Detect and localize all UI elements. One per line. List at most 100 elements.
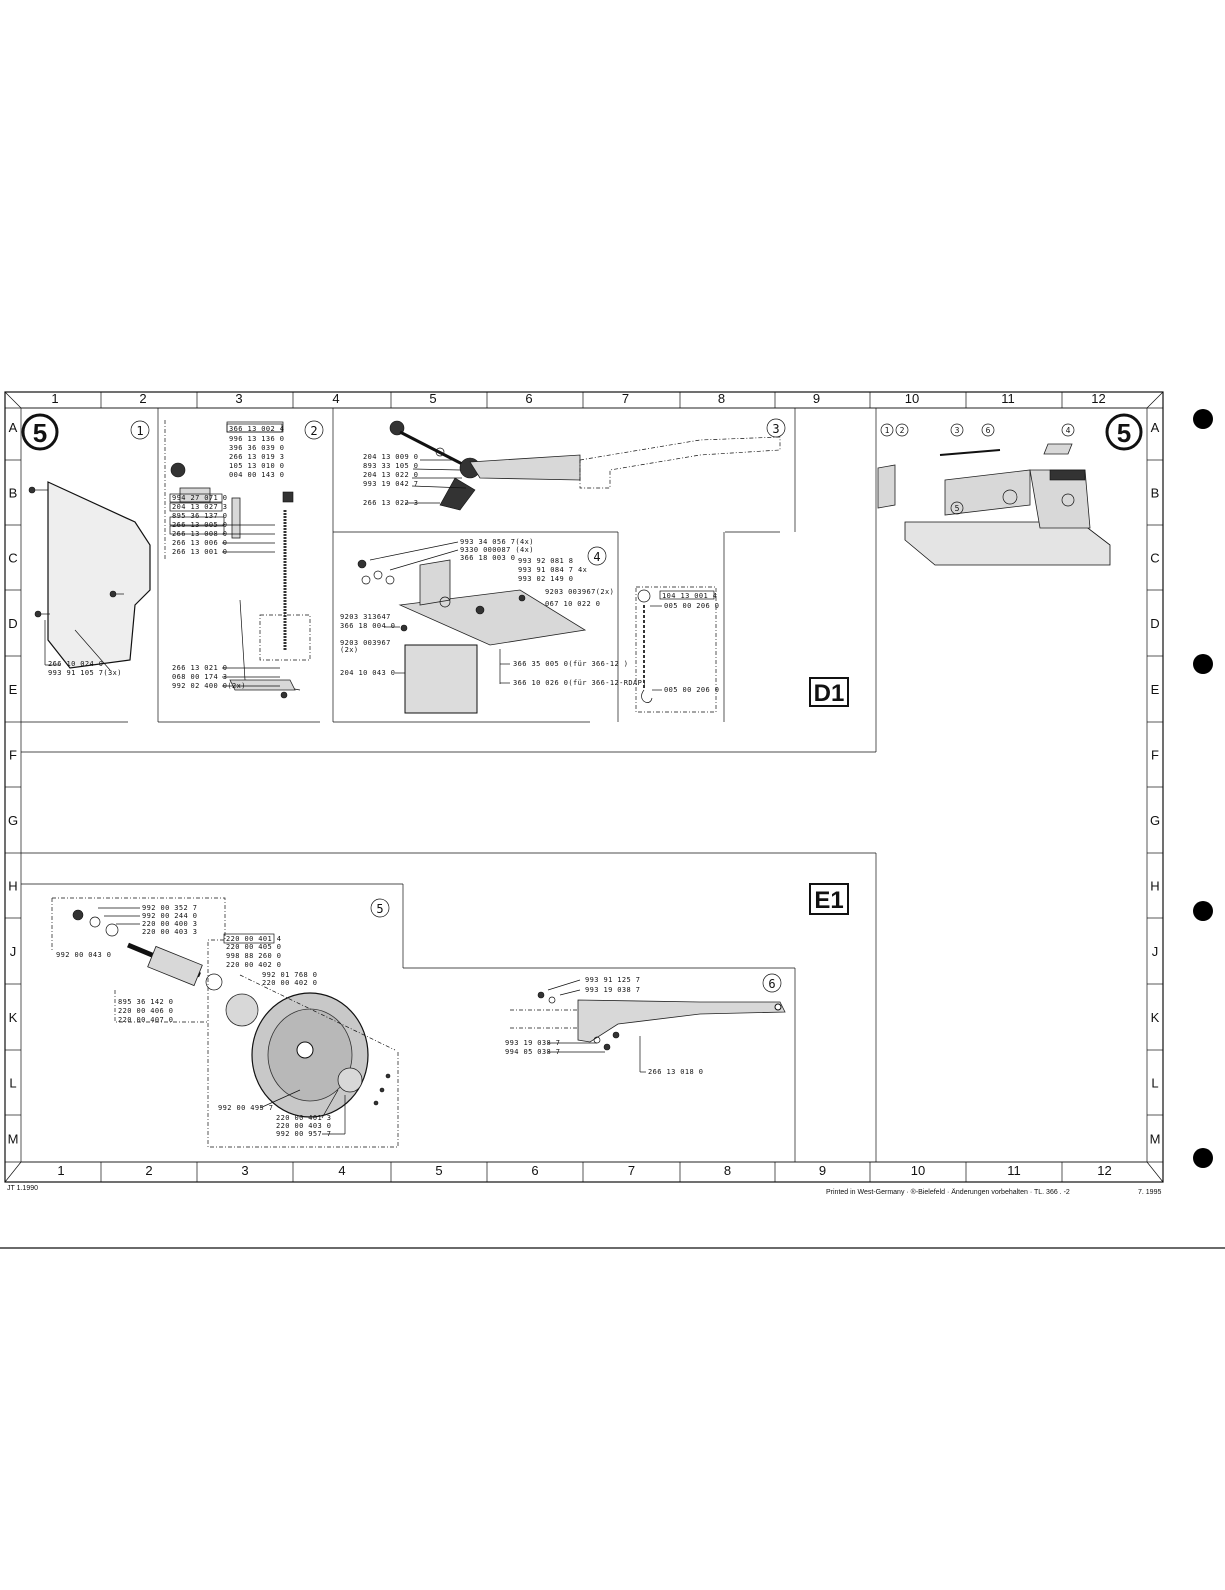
svg-text:3: 3: [772, 422, 779, 436]
part-number: 366 10 026 0(für 366-12-RDAP): [513, 679, 647, 687]
part-number: 998 88 260 0: [226, 952, 281, 960]
row-label: A: [9, 420, 18, 435]
svg-text:993 19 042 7: 993 19 042 7: [363, 480, 418, 488]
part-number: 068 00 174 3: [172, 673, 227, 681]
figure-number-5: 5: [370, 898, 390, 918]
part-number: 9203 313647: [340, 613, 391, 621]
row-label: H: [8, 879, 17, 894]
row-label: G: [1150, 813, 1160, 828]
row-label: H: [1150, 879, 1159, 894]
row-label: B: [1151, 486, 1160, 501]
svg-text:893 33 105 0: 893 33 105 0: [363, 462, 418, 470]
figure-number-6: 6: [762, 973, 782, 993]
section-badge-e1: E1: [809, 883, 849, 915]
column-label: 1: [51, 391, 58, 406]
section-dividers: [21, 408, 877, 1162]
sheet-frame: [4, 391, 1164, 1183]
figure-2-presser-assembly: [164, 420, 311, 699]
part-number: 9203 003967: [340, 639, 391, 647]
part-number: 993 91 084 7 4x: [518, 566, 587, 574]
svg-text:994 05 038 7: 994 05 038 7: [505, 1048, 560, 1056]
part-number: 220 00 406 0: [118, 1007, 173, 1015]
row-label: J: [1152, 944, 1159, 959]
svg-text:D1: D1: [814, 680, 845, 707]
part-number: 895 36 142 0: [118, 998, 173, 1006]
column-label: 2: [139, 391, 146, 406]
row-label: G: [8, 813, 18, 828]
part-number: 266 13 006 0: [172, 539, 227, 547]
svg-text:204 13 009 0: 204 13 009 0: [363, 453, 418, 461]
section-badge-d1: D1: [809, 677, 849, 707]
part-number: 220 00 401 3: [276, 1114, 331, 1122]
part-number: 266 13 021 0: [172, 664, 227, 672]
part-number: 105 13 010 0: [229, 462, 284, 470]
svg-text:266 13 022 3: 266 13 022 3: [363, 499, 418, 507]
row-label: C: [1150, 551, 1159, 566]
column-label: 6: [531, 1163, 538, 1178]
overview-callout-3: 3: [950, 423, 964, 437]
svg-text:993 19 038 7: 993 19 038 7: [585, 986, 640, 994]
part-number: 266 13 005 0: [172, 521, 227, 529]
svg-text:005 00 206 0: 005 00 206 0: [664, 686, 719, 694]
part-number: 996 13 136 0: [229, 435, 284, 443]
part-number: 992 01 768 0: [262, 971, 317, 979]
row-label: M: [1150, 1132, 1161, 1147]
column-label: 1: [57, 1163, 64, 1178]
punch-holes: [1193, 409, 1213, 1168]
part-number: 004 00 143 0: [229, 471, 284, 479]
column-label: 7: [628, 1163, 635, 1178]
svg-text:005 00 206 0: 005 00 206 0: [664, 602, 719, 610]
column-label: 4: [338, 1163, 345, 1178]
figure-1-cover-plate: 266 10 024 0 993 91 105 7(3x): [28, 481, 151, 677]
machine-overview-illustration: 1 2 3 6 4 5: [877, 423, 1111, 566]
row-label: F: [9, 748, 17, 763]
column-label: 5: [429, 391, 436, 406]
svg-text:6: 6: [768, 977, 775, 991]
figure-number-4: 4: [587, 546, 607, 566]
column-label: 9: [819, 1163, 826, 1178]
column-label: 11: [1007, 1163, 1021, 1178]
column-label: 6: [525, 391, 532, 406]
figure-number-2: 2: [304, 420, 324, 440]
part-number: 9203 003967(2x): [545, 588, 614, 596]
overview-callout-2: 2: [895, 423, 909, 437]
column-label: 12: [1091, 391, 1105, 406]
svg-text:993 91 105 7(3x): 993 91 105 7(3x): [48, 669, 122, 677]
row-label: K: [1151, 1010, 1160, 1025]
svg-text:4: 4: [593, 550, 600, 564]
row-label: B: [9, 486, 18, 501]
svg-text:6: 6: [986, 426, 991, 435]
row-label: F: [1151, 748, 1159, 763]
row-label: D: [8, 616, 17, 631]
svg-text:3: 3: [955, 426, 960, 435]
figure-5-handwheel-assembly: [51, 897, 399, 1148]
svg-text:266 10 024 0: 266 10 024 0: [48, 660, 103, 668]
column-label: 11: [1001, 391, 1015, 406]
footer-left-code: JT 1.1990: [7, 1185, 38, 1192]
part-number: 992 00 043 0: [56, 951, 111, 959]
part-number: 220 00 405 0: [226, 943, 281, 951]
part-number: 266 13 001 0: [172, 548, 227, 556]
figure-6-lever-arm: 993 91 125 7 993 19 038 7 993 19 038 7 9…: [505, 976, 786, 1076]
svg-text:104 13 001 4: 104 13 001 4: [662, 592, 717, 600]
part-number: 220 00 400 3: [142, 920, 197, 928]
figure-number-3: 3: [766, 418, 786, 438]
part-number: 204 13 027 3: [172, 503, 227, 511]
row-label: K: [9, 1010, 18, 1025]
svg-text:266 13 018 0: 266 13 018 0: [648, 1068, 703, 1076]
row-label: L: [9, 1076, 16, 1091]
row-label: E: [9, 682, 18, 697]
svg-text:993 19 038 7: 993 19 038 7: [505, 1039, 560, 1047]
part-number: 366 13 002 4: [229, 425, 284, 433]
part-number: 220 00 407 0: [118, 1016, 173, 1024]
row-label: J: [10, 944, 17, 959]
part-number: 396 36 039 0: [229, 444, 284, 452]
svg-text:1: 1: [136, 424, 143, 438]
part-number: (2x): [340, 646, 358, 654]
part-number: 994 27 071 0: [172, 494, 227, 502]
